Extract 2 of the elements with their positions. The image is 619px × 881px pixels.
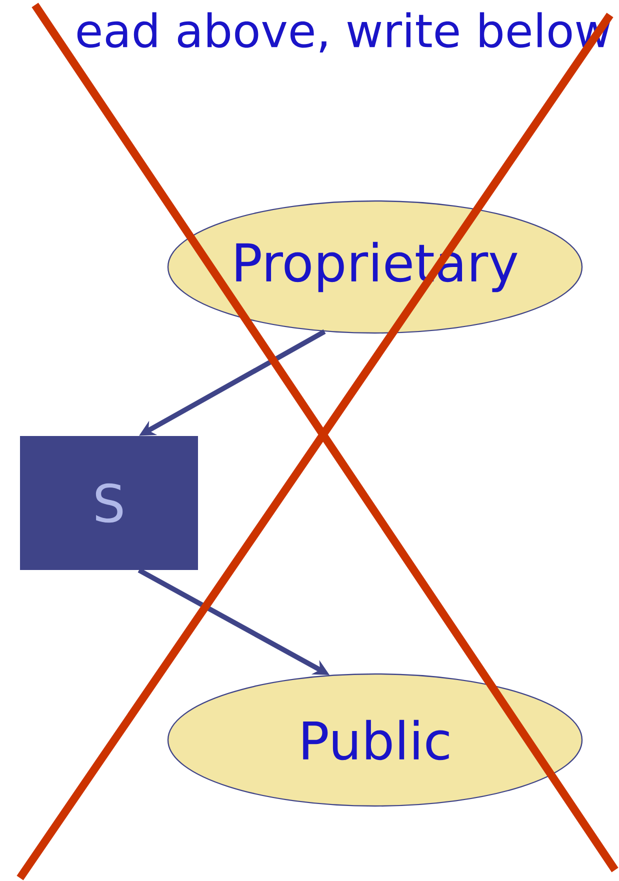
ellipse-node: Public	[167, 673, 583, 807]
process-box: S	[20, 436, 198, 570]
